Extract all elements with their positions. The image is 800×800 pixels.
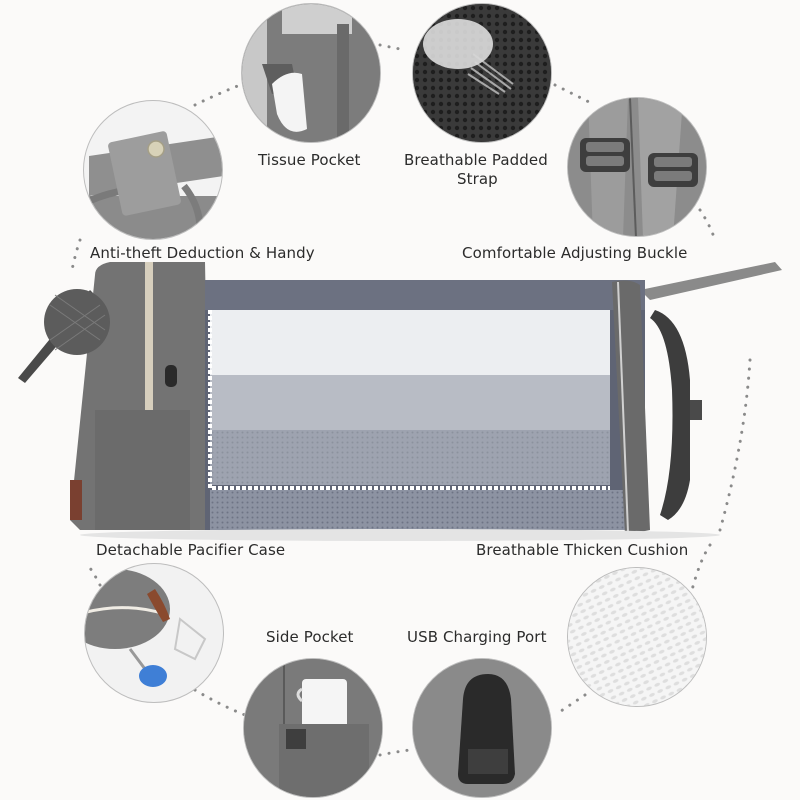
side-pocket-label: Side Pocket [266, 628, 354, 646]
tissue-pocket-icon [242, 4, 380, 142]
thicken-cushion-detail-image [567, 567, 707, 707]
adjusting-buckle-detail-image [567, 97, 707, 237]
anti-theft-detail-image [83, 100, 223, 240]
cushion-mesh-icon [568, 568, 706, 706]
anti-theft-label: Anti-theft Deduction & Handy [90, 244, 315, 262]
side-pocket-cup-icon [244, 659, 382, 797]
usb-port-label: USB Charging Port [407, 628, 547, 646]
pacifier-case-detail-image [84, 563, 224, 703]
padded-strap-label-line2: Strap [457, 170, 498, 188]
usb-port-detail-image [412, 658, 552, 798]
tissue-pocket-detail-image [241, 3, 381, 143]
padded-strap-label-line1: Breathable Padded [404, 151, 548, 169]
adjusting-buckle-label: Comfortable Adjusting Buckle [462, 244, 688, 262]
pacifier-case-label: Detachable Pacifier Case [96, 541, 286, 559]
tissue-pocket-label: Tissue Pocket [258, 151, 361, 169]
padded-strap-mesh-icon [413, 4, 551, 142]
thicken-cushion-label: Breathable Thicken Cushion [476, 541, 689, 559]
buckle-icon [568, 98, 706, 236]
padded-strap-detail-image [412, 3, 552, 143]
side-pocket-detail-image [243, 658, 383, 798]
usb-port-icon [413, 659, 551, 797]
pacifier-case-icon [85, 569, 207, 687]
